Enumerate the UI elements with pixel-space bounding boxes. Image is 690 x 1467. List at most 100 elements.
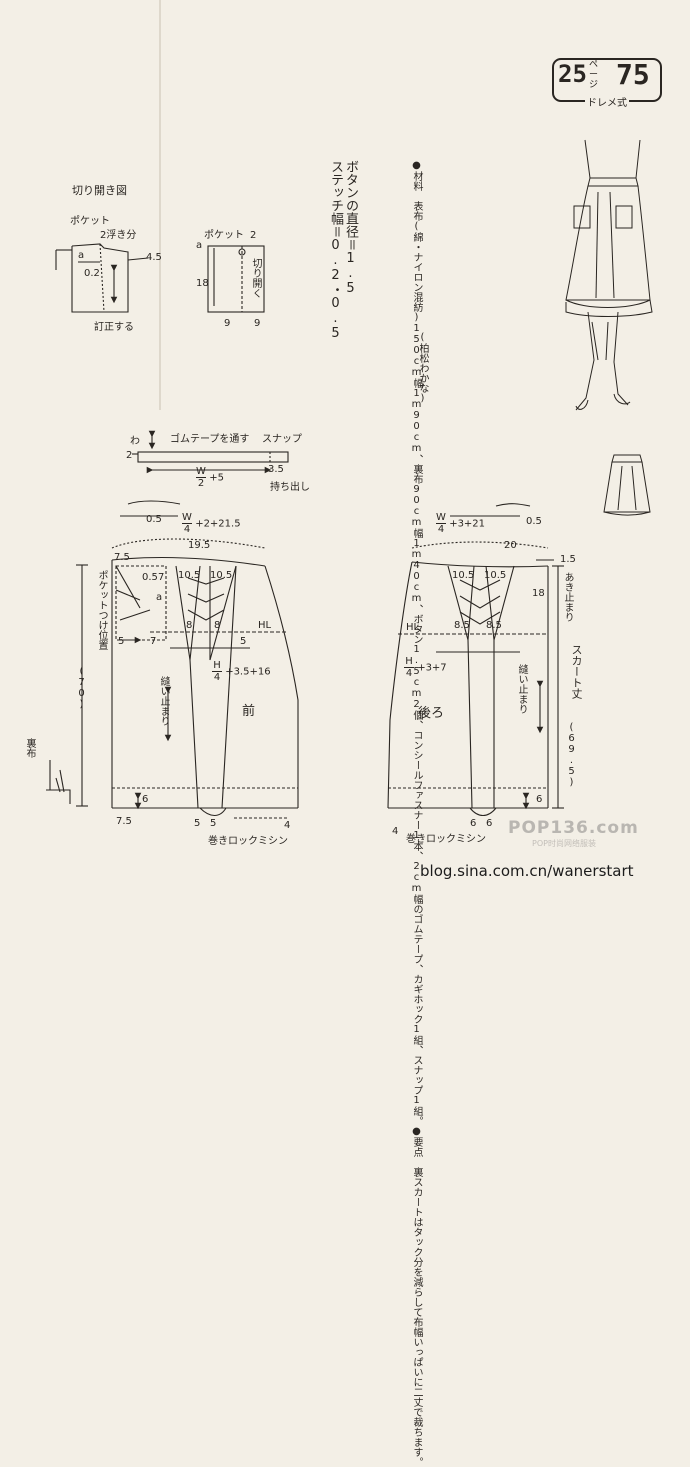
front-8a: 8 xyxy=(186,620,193,631)
reference-page: 25 xyxy=(558,60,587,88)
pattern-number: 75 xyxy=(616,58,650,91)
back-15: 1.5 xyxy=(560,554,576,565)
back-hip-num: H xyxy=(405,656,413,667)
skirt-length: スカート丈 xyxy=(570,644,583,699)
front-7b: 7 xyxy=(150,636,157,647)
front-top-den: 4 xyxy=(182,523,192,535)
v-9a: 9 xyxy=(224,318,231,329)
credit: (柏松わかな) xyxy=(417,332,428,404)
v-9b: 9 xyxy=(254,318,261,329)
style-label: ドレメ式 xyxy=(585,94,629,109)
small-skirt-illustration xyxy=(603,454,651,516)
snap-label: スナップ xyxy=(262,434,302,445)
front-05b: 0.5 xyxy=(142,572,158,583)
back-top-num: W xyxy=(436,512,446,523)
front-panel-outline xyxy=(46,500,299,819)
front-nui-domari: 縫い止まり xyxy=(158,676,169,726)
back-top-rest: +3+21 xyxy=(449,518,486,530)
back-6a: 6 xyxy=(470,818,477,829)
front-75-bot: 7.5 xyxy=(116,816,132,827)
wb-2: 2 xyxy=(126,450,133,461)
pocket-label-2: ポケット xyxy=(204,230,244,241)
button-note: ボタンの直径＝1.5 ステッチ幅＝0.2・0.5 xyxy=(328,160,358,341)
back-ushiro: 後ろ xyxy=(418,706,445,721)
back-hip-den: 4 xyxy=(404,667,414,679)
back-105b: 10.5 xyxy=(484,570,507,581)
a-label-1: a xyxy=(78,250,85,261)
kiri-hiraku: 切り開く xyxy=(250,258,261,298)
blog-url: blog.sina.com.cn/wanerstart xyxy=(420,862,634,880)
front-hip-num: H xyxy=(213,660,221,671)
pocket-label-1: ポケット xyxy=(70,216,110,227)
front-hip-rest: +3.5+16 xyxy=(225,666,271,678)
front-length: (70) xyxy=(76,666,87,710)
wb-formula-num: W xyxy=(196,466,206,477)
back-6c: 6 xyxy=(536,794,543,805)
page-suffix: ページ xyxy=(589,60,599,90)
v-45: 4.5 xyxy=(146,252,162,263)
button-diameter: ボタンの直径＝1.5 xyxy=(343,160,358,296)
mochidashi-label: 持ち出し xyxy=(270,482,310,493)
front-5b: 5 xyxy=(240,636,247,647)
v-18: 18 xyxy=(196,278,209,289)
pocket-position: ポケットつけ位置 xyxy=(96,570,107,650)
back-18: 18 xyxy=(532,588,545,599)
front-5a: 5 xyxy=(118,636,125,647)
front-top-num: W xyxy=(182,512,192,523)
front-top-rest: +2+21.5 xyxy=(195,518,241,530)
back-top-den: 4 xyxy=(436,523,446,535)
front-hip-den: 4 xyxy=(212,671,222,683)
back-aki-domari: あき止まり xyxy=(562,572,573,622)
back-20: 20 xyxy=(504,540,517,551)
back-105a: 10.5 xyxy=(452,570,475,581)
stitch-width: ステッチ幅＝0.2・0.5 xyxy=(328,160,343,341)
v-2: 2 xyxy=(250,230,257,241)
wb-formula-den: 2 xyxy=(196,477,206,489)
watermark-logo: POP136.com xyxy=(508,818,639,838)
teisei-label: 訂正する xyxy=(94,322,134,333)
gomu-label: ゴムテープを通す xyxy=(170,434,250,445)
watermark-sub: POP时尚网络服装 xyxy=(532,839,596,848)
back-6b: 6 xyxy=(486,818,493,829)
front-makiroku: 巻きロックミシン xyxy=(208,836,288,847)
back-length: (69.5) xyxy=(566,722,577,788)
front-105b: 10.5 xyxy=(210,570,233,581)
front-75-top: 7.5 xyxy=(114,552,130,563)
front-195: 19.5 xyxy=(188,540,211,551)
back-nui-domari: 縫い止まり xyxy=(516,664,527,714)
back-makiroku: 巻きロックミシン xyxy=(406,834,486,845)
back-hl: HL xyxy=(406,622,420,633)
back-4: 4 xyxy=(392,826,399,837)
a-label-2: a xyxy=(196,240,203,251)
back-hip-rest: +3+7 xyxy=(417,662,447,674)
kiri-title: 切り開き図 xyxy=(72,184,127,197)
uki-label: 2浮き分 xyxy=(100,230,137,241)
wa-label: わ xyxy=(130,436,140,447)
lining-label: 裏布 xyxy=(24,738,35,758)
v-02: 0.2 xyxy=(84,268,100,279)
front-mae: 前 xyxy=(242,704,256,719)
front-4: 4 xyxy=(284,820,291,831)
wb-formula-rest: +5 xyxy=(209,472,224,484)
back-panel-outline xyxy=(387,503,564,817)
back-05: 0.5 xyxy=(526,516,542,527)
pattern-drawing xyxy=(46,0,653,819)
front-6: 6 xyxy=(142,794,149,805)
front-5d: 5 xyxy=(210,818,217,829)
front-5c: 5 xyxy=(194,818,201,829)
materials-note: ●材料 表布(綿・ナイロン混紡)150cm幅1m90cm、裏布90cm幅1m40… xyxy=(411,160,422,1467)
front-hl: HL xyxy=(258,620,272,631)
wb-35: 3.5 xyxy=(268,464,284,475)
front-7: 7 xyxy=(158,572,165,583)
front-a: a xyxy=(156,592,163,603)
skirt-illustration xyxy=(565,139,653,411)
front-8b: 8 xyxy=(214,620,221,631)
front-05: 0.5 xyxy=(146,514,162,525)
back-85b: 8.5 xyxy=(486,620,502,631)
back-85a: 8.5 xyxy=(454,620,470,631)
